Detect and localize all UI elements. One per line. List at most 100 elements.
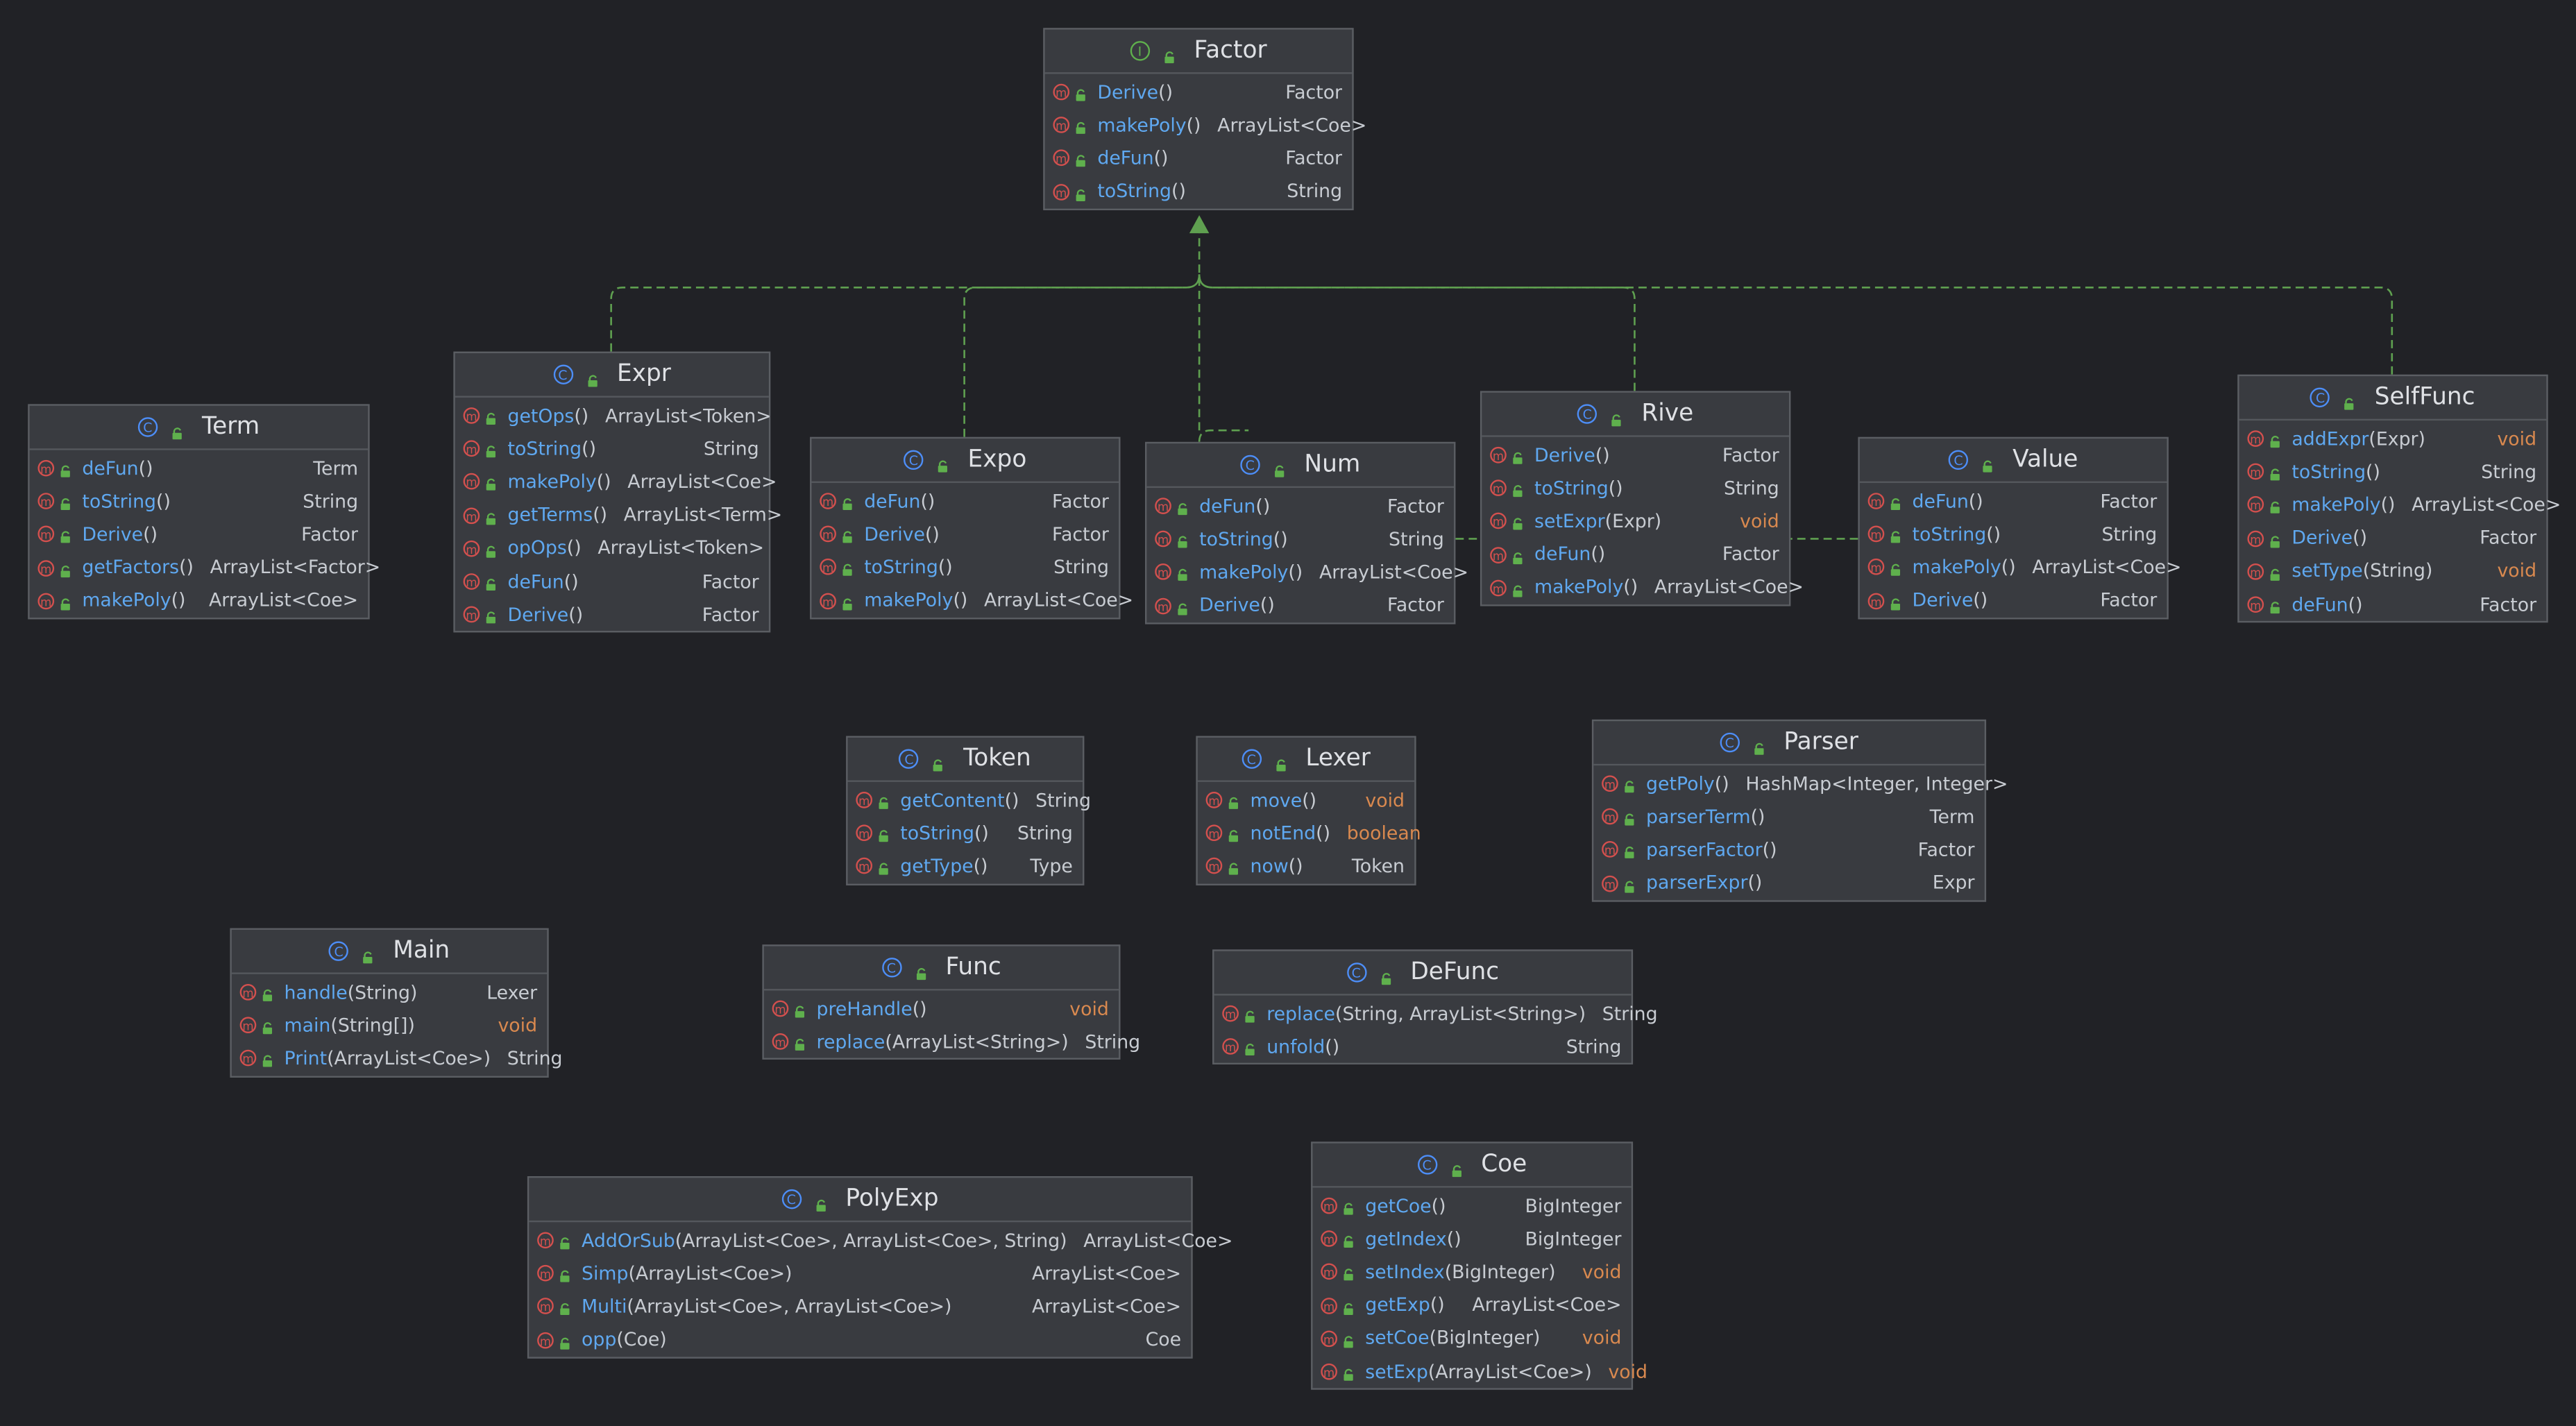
method-name: unfold — [1266, 1036, 1325, 1058]
